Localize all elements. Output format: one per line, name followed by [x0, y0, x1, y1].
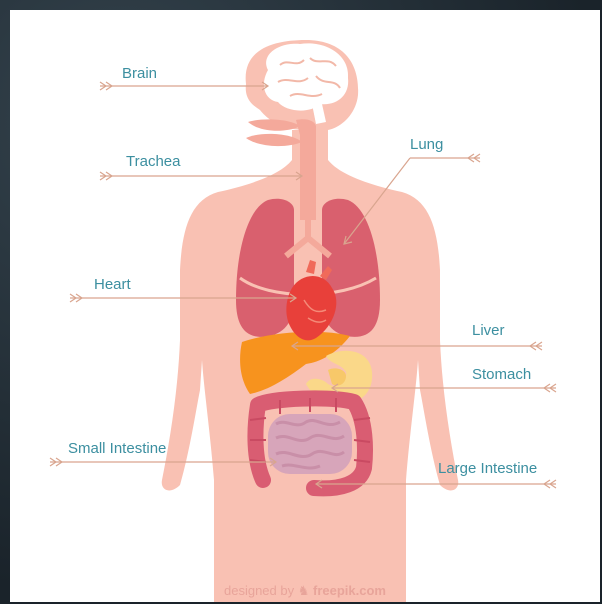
label-small-intestine: Small Intestine [68, 440, 166, 457]
label-stomach: Stomach [472, 366, 531, 383]
footer-brand: freepik.com [313, 583, 386, 598]
footer-credit: designed by ♞ freepik.com [10, 583, 600, 599]
label-large-intestine: Large Intestine [438, 460, 537, 477]
label-lung: Lung [410, 136, 443, 153]
small-intestine-organ [268, 414, 352, 474]
label-liver: Liver [472, 322, 505, 339]
freepik-logo-icon: ♞ [298, 583, 310, 598]
label-heart: Heart [94, 276, 131, 293]
diagram-card: Brain Trachea Lung Heart Liver Stomach S… [10, 10, 600, 602]
label-trachea: Trachea [126, 153, 180, 170]
label-brain: Brain [122, 65, 157, 82]
footer-prefix: designed by [224, 583, 294, 598]
anatomy-illustration [10, 10, 600, 602]
